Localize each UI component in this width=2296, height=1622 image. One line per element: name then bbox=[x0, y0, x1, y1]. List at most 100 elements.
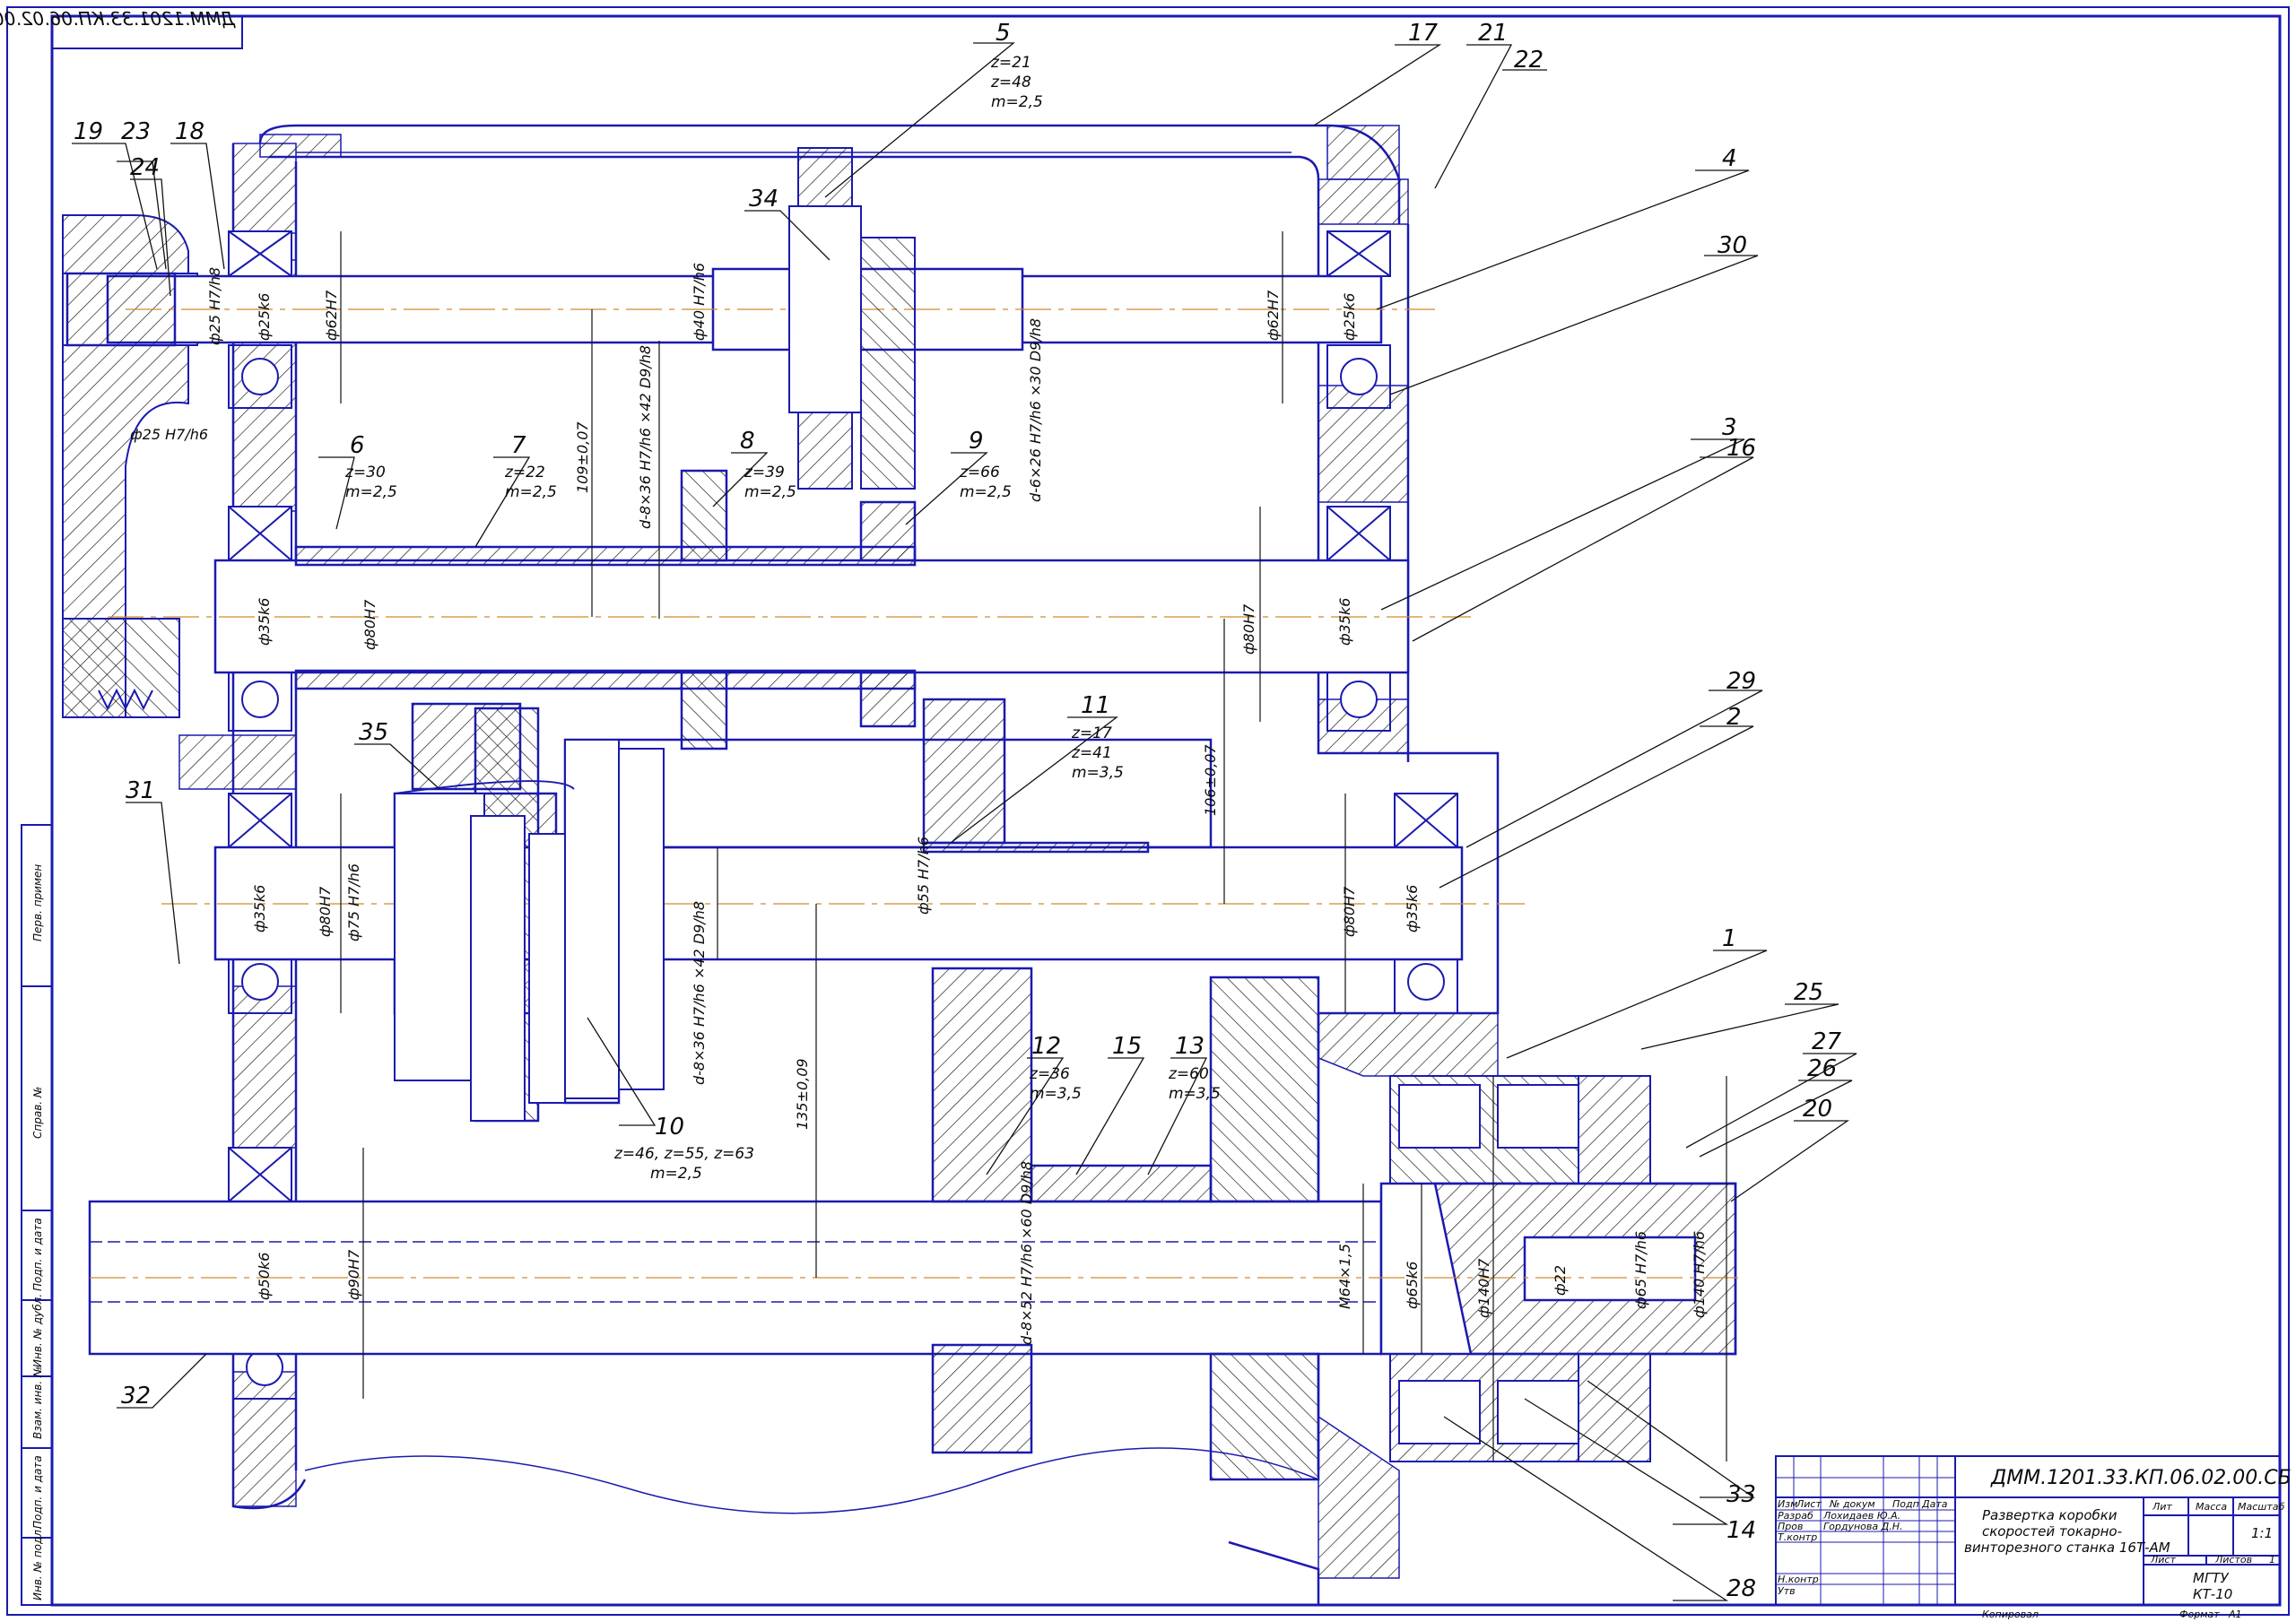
callout-9: 9 bbox=[969, 428, 984, 455]
callout-8: 8 bbox=[740, 428, 755, 455]
housing-sections bbox=[178, 125, 1499, 1579]
tb-sheets-value: 1 bbox=[2269, 1554, 2275, 1566]
top-stamp-box bbox=[51, 15, 243, 49]
tb-format-value: А1 bbox=[2228, 1609, 2242, 1620]
dim-label: M64×1,5 bbox=[1336, 1244, 1353, 1309]
dim-label: ф55 H7/h6 bbox=[915, 837, 932, 915]
tb-sheet: Лист bbox=[2150, 1554, 2176, 1566]
title-block bbox=[1775, 1455, 2281, 1606]
callout-22: 22 bbox=[1514, 47, 1544, 74]
callout-8-spec: z=39 bbox=[744, 464, 785, 481]
tb-format: Формат bbox=[2179, 1609, 2220, 1620]
callout-13-spec: z=60 bbox=[1168, 1065, 1209, 1083]
dim-label: ф140H7 bbox=[1475, 1258, 1492, 1318]
dim-label: ф80H7 bbox=[361, 599, 378, 650]
callout-32: 32 bbox=[121, 1383, 151, 1409]
callout-7: 7 bbox=[511, 432, 526, 459]
callout-5-spec: z=48 bbox=[990, 74, 1031, 91]
callout-6-spec: z=30 bbox=[344, 464, 386, 481]
side-stamp bbox=[21, 824, 53, 1606]
side-stamp-label: Перв. примен bbox=[31, 864, 44, 941]
callout-3: 3 bbox=[1722, 414, 1737, 441]
sheet-outer-border bbox=[6, 6, 2290, 1616]
callout-28: 28 bbox=[1726, 1575, 1756, 1602]
tb-col: Дата bbox=[1921, 1498, 1948, 1510]
sheet-frame bbox=[50, 14, 2282, 1607]
gear-10 bbox=[394, 739, 665, 1122]
callout-4: 4 bbox=[1722, 145, 1737, 172]
dim-label: ф35k6 bbox=[256, 598, 273, 646]
tb-name: Лохидаев Ю.А. bbox=[1822, 1510, 1900, 1522]
tb-row: Утв bbox=[1778, 1585, 1796, 1597]
dim-label: ф25k6 bbox=[1341, 293, 1358, 341]
callout-15: 15 bbox=[1112, 1033, 1142, 1060]
tb-lit: Лит bbox=[2152, 1501, 2172, 1513]
callout-35: 35 bbox=[359, 719, 388, 746]
callout-34: 34 bbox=[749, 186, 778, 213]
side-stamp-label: Инв. № дубл. bbox=[31, 1294, 44, 1367]
dim-label: d-6×26 H7/h6 ×30 D9/h8 bbox=[1027, 318, 1044, 502]
callout-20: 20 bbox=[1803, 1096, 1832, 1123]
dim-label: ф80H7 bbox=[1341, 886, 1358, 937]
callout-12-spec: z=36 bbox=[1029, 1065, 1070, 1083]
dim-label: ф35k6 bbox=[1336, 598, 1353, 646]
callout-23: 23 bbox=[121, 118, 151, 145]
tb-row: Т.контр bbox=[1778, 1531, 1817, 1543]
tb-title: Развертка коробки bbox=[1982, 1507, 2118, 1523]
callout-7-spec: m=2,5 bbox=[505, 483, 557, 501]
dim-label: ф80H7 bbox=[1240, 603, 1257, 655]
shaft-2 bbox=[213, 469, 1410, 750]
tb-row: Н.контр bbox=[1778, 1574, 1819, 1585]
dimension-lines bbox=[340, 231, 1727, 1462]
callout-29: 29 bbox=[1726, 668, 1756, 695]
tb-scale: Масштаб bbox=[2238, 1501, 2284, 1513]
callout-33: 33 bbox=[1726, 1481, 1756, 1508]
callout-leaders bbox=[72, 42, 1857, 1601]
callout-12: 12 bbox=[1031, 1033, 1061, 1060]
callout-13-spec: m=3,5 bbox=[1169, 1085, 1221, 1103]
dim-label: ф25 H7/h6 bbox=[130, 426, 208, 443]
dim-label: ф62H7 bbox=[1265, 290, 1282, 341]
tb-col: Лист bbox=[1796, 1498, 1822, 1510]
callout-21: 21 bbox=[1478, 20, 1508, 47]
callout-19: 19 bbox=[74, 118, 103, 145]
dim-label: d-8×52 H7/h6 ×60 D9/h8 bbox=[1018, 1161, 1035, 1345]
tb-col: № докум bbox=[1829, 1498, 1875, 1510]
tb-col: Подп bbox=[1892, 1498, 1919, 1510]
callout-30: 30 bbox=[1718, 232, 1747, 259]
gear-5 bbox=[788, 147, 916, 490]
tb-scale-value: 1:1 bbox=[2251, 1525, 2273, 1541]
top-stamp: ДММ.1201.33.КП.06.02.00.СБ bbox=[0, 8, 236, 30]
callout-24: 24 bbox=[130, 154, 160, 181]
callout-31: 31 bbox=[126, 777, 155, 804]
callout-17: 17 bbox=[1408, 20, 1439, 47]
callout-5-spec: z=21 bbox=[990, 54, 1031, 72]
side-stamp-label: Инв. № подл. bbox=[31, 1526, 44, 1600]
callout-7-spec: z=22 bbox=[504, 464, 545, 481]
dim-label: 135±0,09 bbox=[794, 1058, 811, 1130]
callout-1: 1 bbox=[1722, 925, 1737, 952]
callout-16: 16 bbox=[1726, 435, 1756, 462]
dim-label: ф62H7 bbox=[323, 290, 340, 341]
dim-label: ф90H7 bbox=[345, 1249, 362, 1300]
callout-26: 26 bbox=[1807, 1055, 1837, 1082]
callout-11-spec: m=3,5 bbox=[1072, 764, 1124, 782]
callout-13: 13 bbox=[1175, 1033, 1205, 1060]
callout-27: 27 bbox=[1812, 1028, 1842, 1055]
side-stamp-label: Взам. инв. № bbox=[31, 1366, 44, 1439]
tb-org: МГТУ bbox=[2193, 1570, 2229, 1586]
dim-label: ф35k6 bbox=[251, 885, 268, 932]
side-stamp-label: Подп. и дата bbox=[31, 1218, 44, 1291]
callout-2: 2 bbox=[1726, 704, 1742, 731]
callout-14: 14 bbox=[1726, 1517, 1756, 1544]
dim-label: ф140 H7/h6 bbox=[1691, 1231, 1708, 1318]
callout-5: 5 bbox=[996, 20, 1011, 47]
callout-10-spec: z=46, z=55, z=63 bbox=[613, 1145, 754, 1163]
callout-11-spec: z=17 bbox=[1071, 724, 1112, 742]
tb-org: КТ-10 bbox=[2193, 1586, 2232, 1602]
callout-18: 18 bbox=[175, 118, 204, 145]
callout-10-spec: m=2,5 bbox=[650, 1165, 702, 1183]
tb-row: Разраб bbox=[1778, 1510, 1813, 1522]
tb-mass: Масса bbox=[2196, 1501, 2227, 1513]
